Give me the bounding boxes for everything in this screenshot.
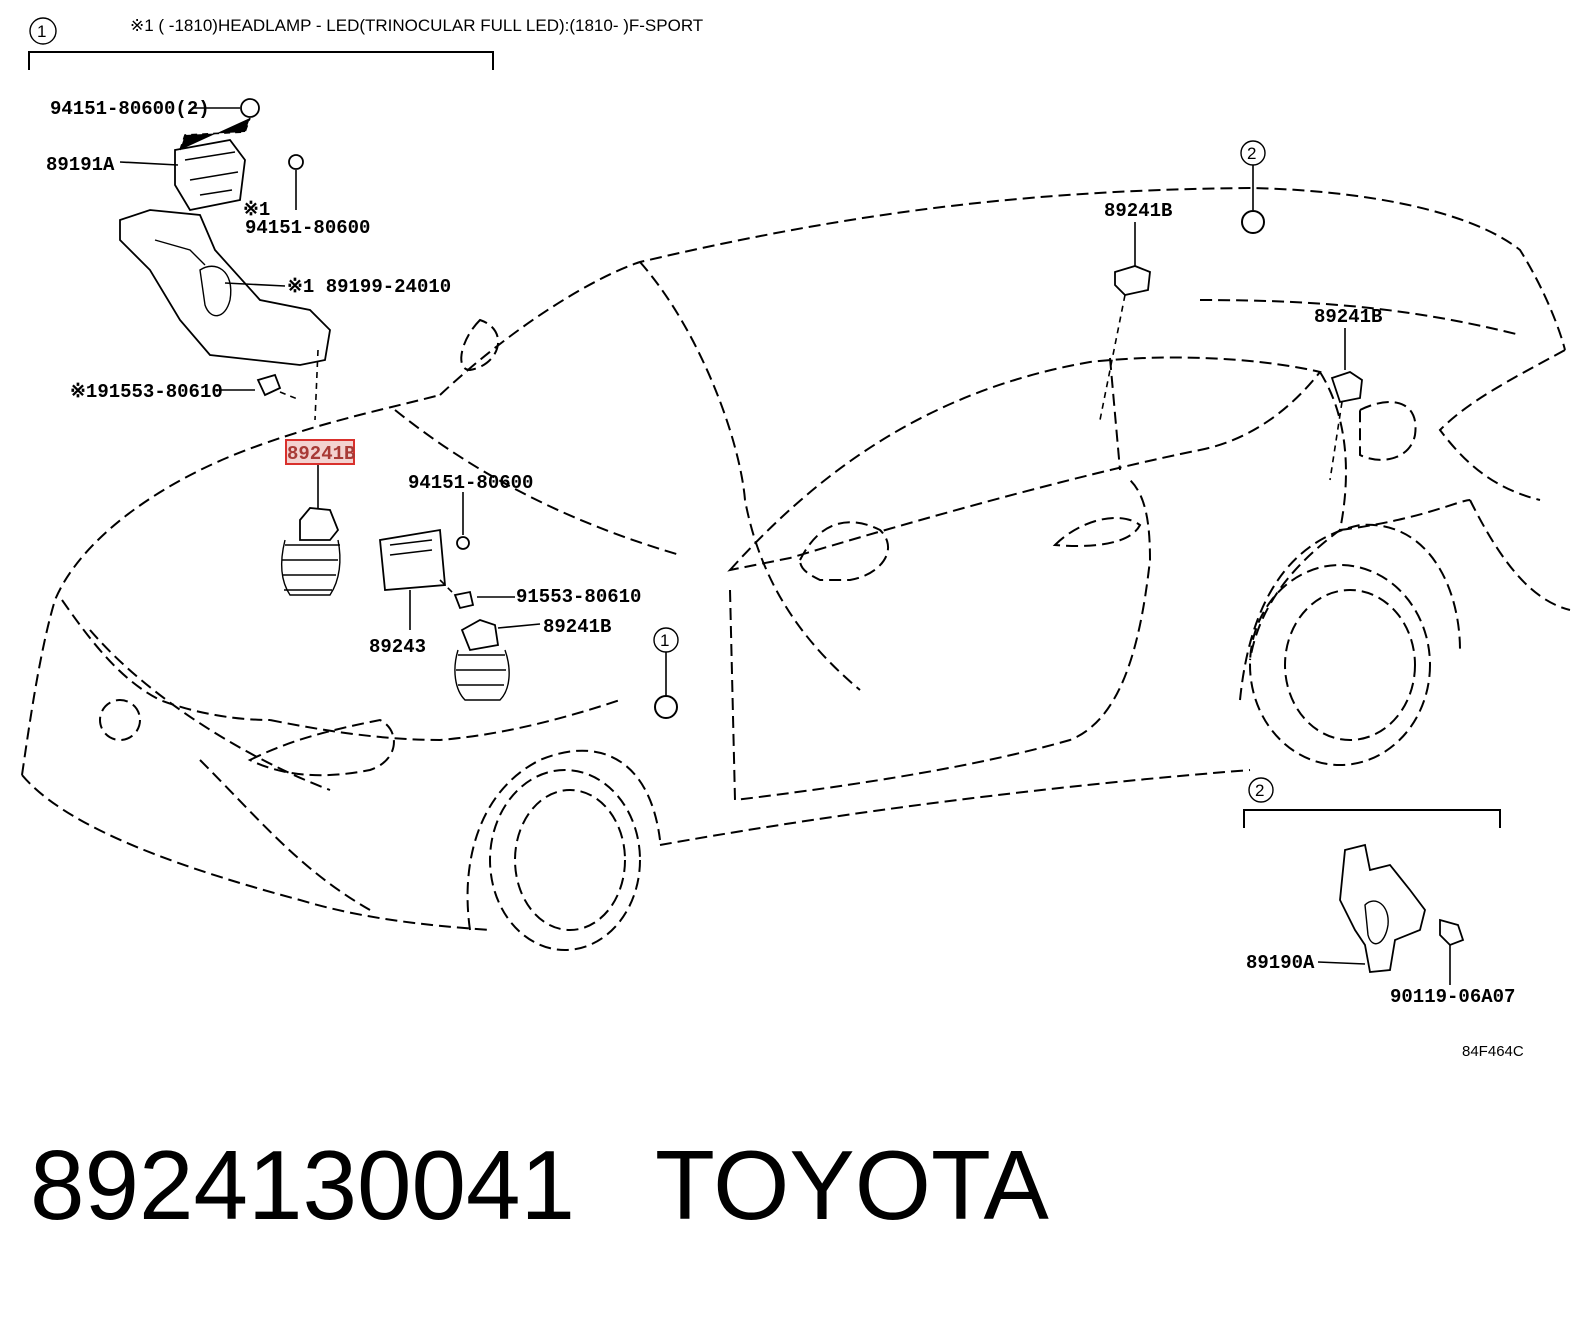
height-sensor-rear-assembly — [1329, 328, 1363, 481]
height-sensor-mid-assembly — [454, 619, 541, 701]
ecu-89243 — [379, 528, 446, 591]
callout-number-1: 1 — [37, 22, 46, 41]
sensor-89241B-roof — [1114, 265, 1151, 296]
control-unit-89243 — [379, 492, 515, 630]
svg-text:2: 2 — [1255, 781, 1264, 800]
label-191553-80610: ※191553-80610 — [70, 381, 223, 403]
bolt-94151-80600-side — [288, 154, 304, 170]
height-sensor-front-assembly — [281, 439, 355, 596]
header-bracket — [28, 51, 494, 70]
svg-text:1: 1 — [660, 631, 669, 650]
label-note-1: ※1 — [243, 199, 270, 221]
label-89241B-front: 89241B — [543, 616, 611, 638]
height-sensor-roof-assembly — [1099, 222, 1151, 421]
bolt-91553-80610-ecu — [453, 590, 475, 610]
highlight-box — [285, 439, 355, 465]
bolt-91553-80610-bracket — [256, 373, 282, 397]
diagram-code: 84F464C — [1462, 1043, 1524, 1060]
car-outline — [21, 186, 1571, 951]
footer-part-number: 8924130041 — [30, 1130, 576, 1240]
callout-marker-2: 2 — [1240, 140, 1266, 234]
footer: 8924130041 TOYOTA — [30, 1130, 1570, 1250]
bolt-94151-80600-ecu — [456, 536, 470, 550]
label-89199-24010: ※1 89199-24010 — [287, 276, 451, 298]
label-94151-80600-2: 94151-80600(2) — [50, 98, 210, 120]
label-89241B-highlight: 89241B — [287, 443, 355, 465]
label-94151-80600-b: 94151-80600 — [245, 217, 370, 239]
bolt-94151-80600-top — [240, 98, 260, 118]
headlamp-bracket-assembly — [119, 98, 331, 421]
sensor-89191A — [174, 139, 246, 212]
sensor-89241B-head — [299, 507, 340, 541]
header-group-1: 1 ※1 ( -1810)HEADLAMP - LED(TRINOCULAR F… — [28, 16, 703, 70]
callout-circle-1 — [29, 17, 57, 45]
label-90119-06A07: 90119-06A07 — [1390, 986, 1515, 1008]
sensor-89241B-mid-head — [460, 619, 500, 652]
label-94151-80600-c: 94151-80600 — [408, 472, 533, 494]
bracket-89190A — [1339, 843, 1426, 973]
label-89241B-rear: 89241B — [1314, 306, 1382, 328]
bolt-90119-06A07 — [1439, 918, 1465, 947]
label-89190A: 89190A — [1246, 952, 1315, 974]
label-91553-80610: 91553-80610 — [516, 586, 641, 608]
label-89241B-roof: 89241B — [1104, 200, 1172, 222]
parts-diagram: 1 ※1 ( -1810)HEADLAMP - LED(TRINOCULAR F… — [21, 16, 1571, 1060]
svg-text:2: 2 — [1247, 144, 1256, 163]
callout-marker-1: 1 — [653, 627, 679, 719]
header-title: ※1 ( -1810)HEADLAMP - LED(TRINOCULAR FUL… — [130, 16, 703, 35]
inset-callout-circle-2 — [1248, 777, 1274, 803]
inset-bracket — [1243, 809, 1501, 828]
bracket-89199-24010 — [119, 209, 331, 366]
label-89191A: 89191A — [46, 154, 115, 176]
label-89243: 89243 — [369, 636, 426, 658]
inset-group-2: 2 — [1243, 777, 1501, 985]
footer-brand: TOYOTA — [655, 1130, 1049, 1240]
sensor-89241B-rear — [1330, 371, 1363, 404]
